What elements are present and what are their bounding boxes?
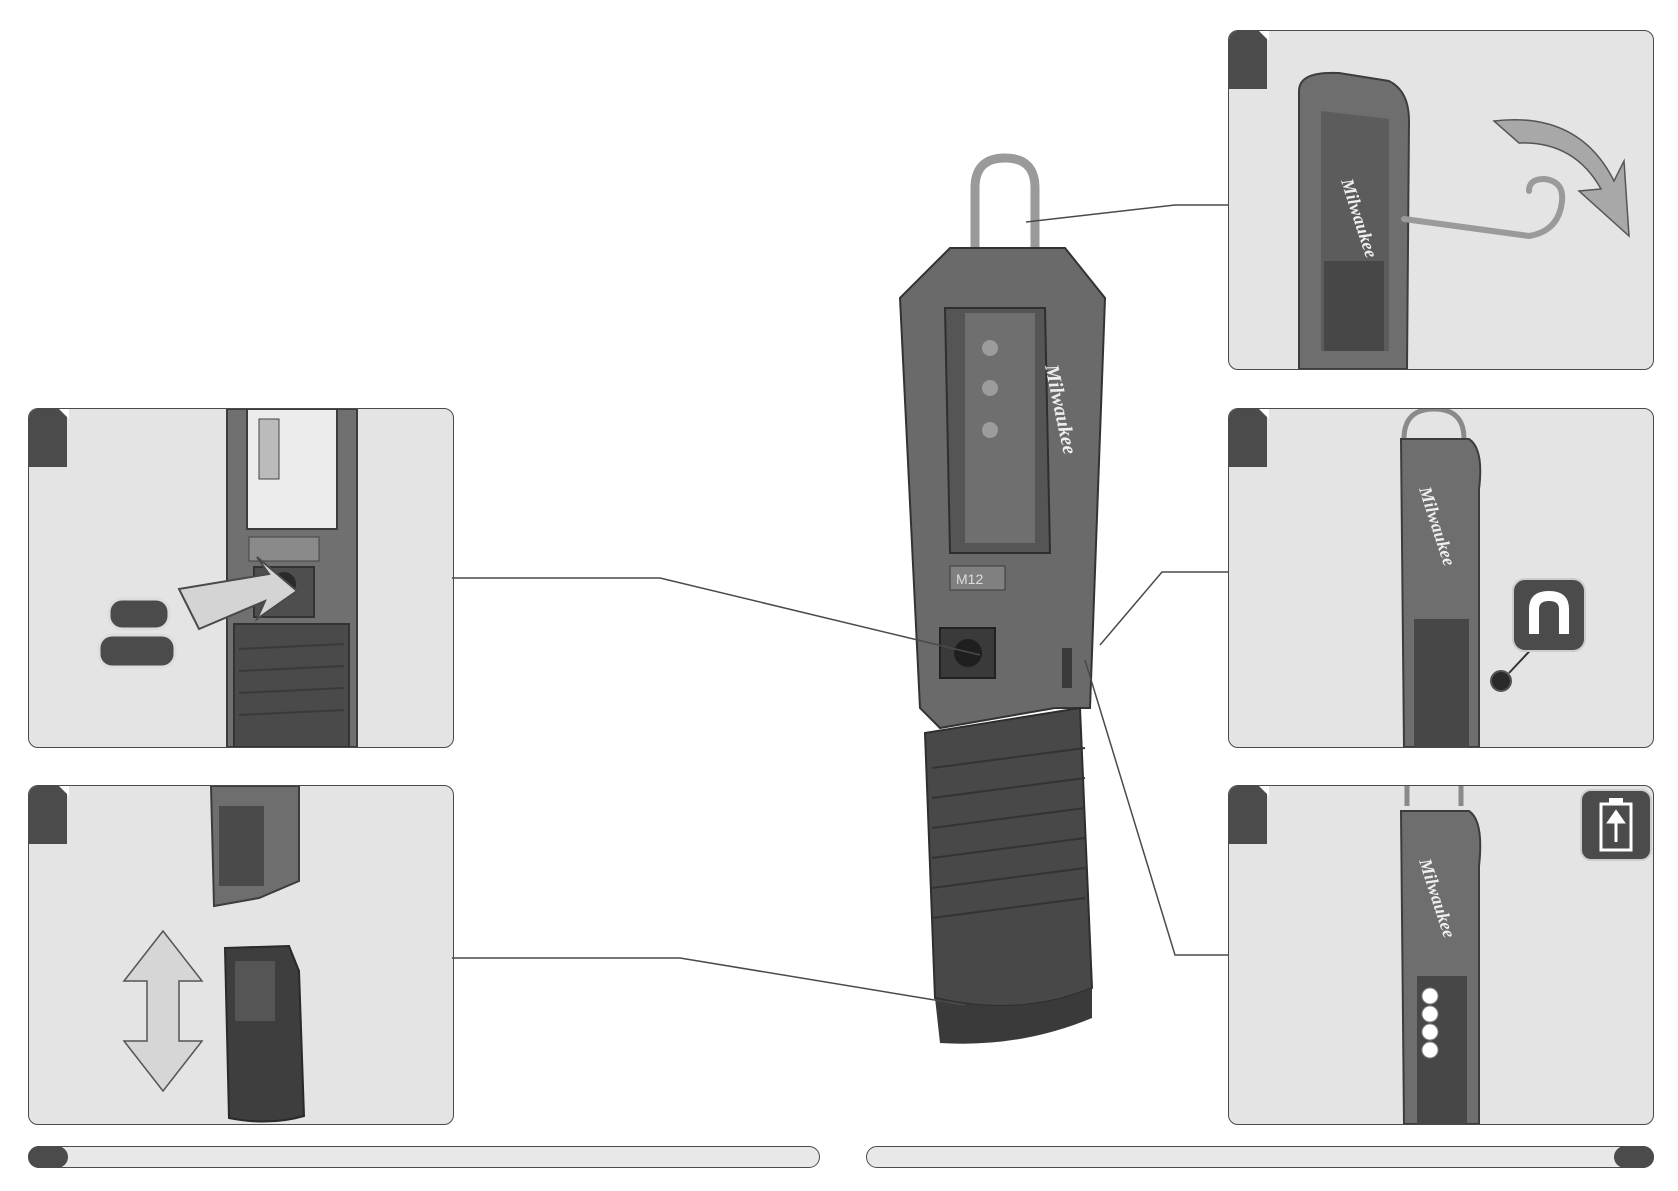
panel-number-tab [29,786,67,844]
charge-indicator-illustration: Milwaukee [1229,786,1653,1124]
panel-number-tab [1229,409,1267,467]
panel-battery-insert-remove [28,785,454,1125]
battery-insert-illustration [29,786,453,1124]
charge-indicator-window [1062,648,1072,688]
panel-hook: Milwaukee [1228,30,1654,370]
model-label: M12 [956,571,983,587]
hook-rotate-icon [1494,120,1629,236]
panel-magnet: Milwaukee [1228,408,1654,748]
indicator-pill-icon [99,635,175,667]
battery-release-illustration [29,409,453,747]
panel-charge-indicator: Milwaukee [1228,785,1654,1125]
main-tool-illustration: Milwaukee M12 [880,148,1140,1048]
panel-battery-release [28,408,454,748]
indicator-pill-icon [109,599,169,629]
magnet-icon [1513,579,1585,651]
battery-grip [925,708,1092,1006]
page-bar-left [28,1146,820,1168]
panel-number-tab [29,409,67,467]
magnet-knob [1491,671,1511,691]
up-down-arrow-icon [124,931,202,1091]
page-bar-right [866,1146,1654,1168]
page-marker-dot [1614,1146,1654,1168]
page-marker-dot [28,1146,68,1168]
panel-number-tab [1229,786,1267,844]
hook-illustration: Milwaukee [1229,31,1653,369]
panel-number-tab [1229,31,1267,89]
magnet-illustration: Milwaukee [1229,409,1653,747]
